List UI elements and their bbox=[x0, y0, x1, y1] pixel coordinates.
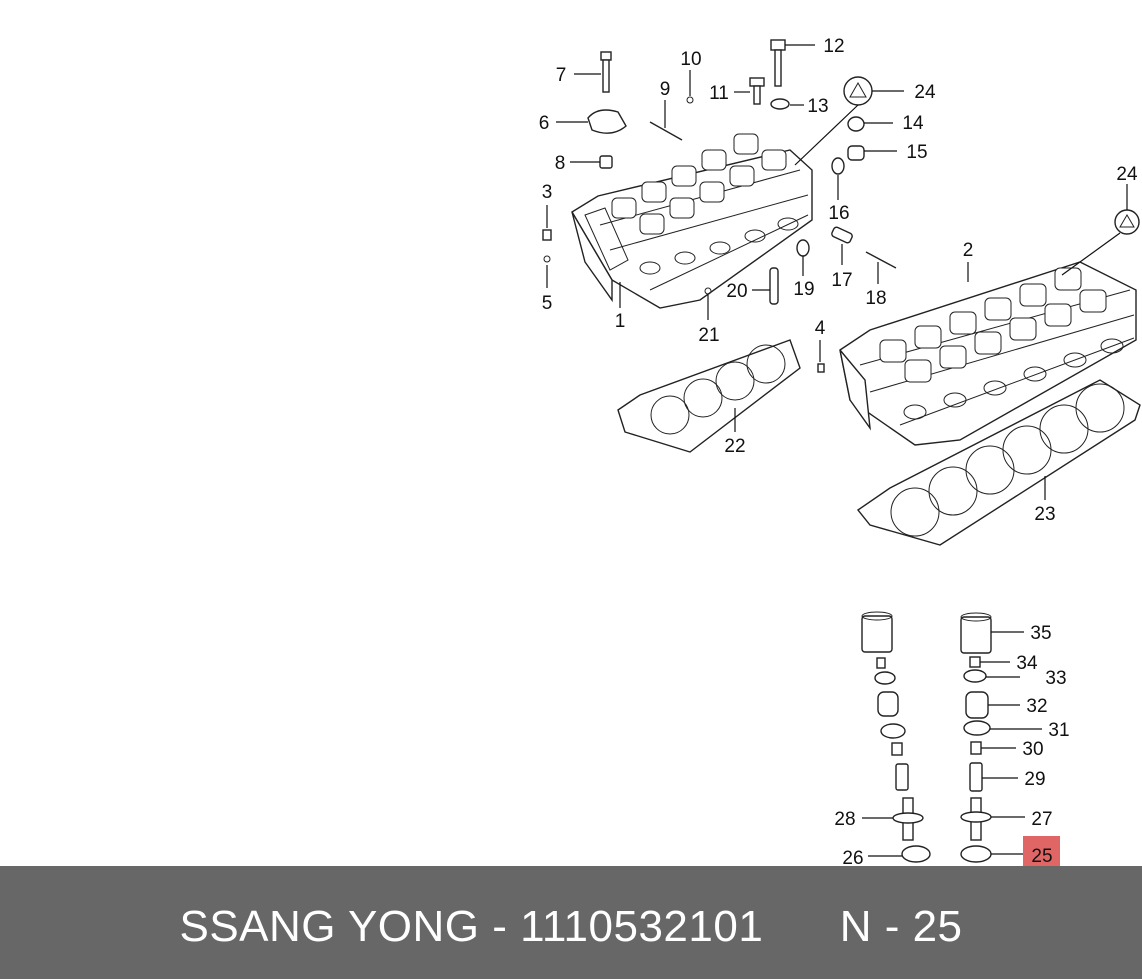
valve-train-left bbox=[861, 611, 931, 863]
callout-14: 14 bbox=[902, 113, 924, 134]
head-gasket-large bbox=[856, 379, 1141, 546]
callout-29: 29 bbox=[1024, 769, 1045, 790]
callout-15: 15 bbox=[906, 142, 927, 163]
callout-20: 20 bbox=[726, 281, 747, 302]
leader-lines bbox=[546, 44, 1128, 857]
callout-1: 1 bbox=[615, 311, 626, 332]
part-number: 1110532101 bbox=[520, 902, 764, 951]
callout-35: 35 bbox=[1030, 623, 1051, 644]
callout-12: 12 bbox=[823, 36, 844, 57]
callout-10: 10 bbox=[680, 49, 701, 70]
title-separator: - bbox=[479, 902, 521, 951]
callout-17: 17 bbox=[831, 270, 852, 291]
callout-24-right: 24 bbox=[1116, 164, 1138, 185]
cylinder-head-small bbox=[571, 133, 813, 309]
cylinder-head-large bbox=[839, 261, 1137, 446]
footer-title: SSANG YONG - 1110532101 N - 25 bbox=[0, 902, 1142, 952]
parts-diagram: 1 2 3 4 5 6 7 8 9 10 11 12 13 14 15 16 1… bbox=[539, 36, 1141, 866]
callout-22: 22 bbox=[724, 436, 745, 457]
head-gasket-small bbox=[617, 339, 801, 453]
callout-25: 25 bbox=[1031, 846, 1052, 866]
callout-31: 31 bbox=[1048, 720, 1069, 741]
callout-8: 8 bbox=[555, 153, 566, 174]
callout-labels: 1 2 3 4 5 6 7 8 9 10 11 12 13 14 15 16 1… bbox=[539, 36, 1138, 866]
callout-34: 34 bbox=[1016, 653, 1038, 674]
callout-28: 28 bbox=[834, 809, 855, 830]
callout-2: 2 bbox=[963, 240, 974, 261]
callout-33: 33 bbox=[1045, 668, 1066, 689]
callout-11: 11 bbox=[709, 83, 729, 104]
callout-5: 5 bbox=[542, 293, 553, 314]
callout-19: 19 bbox=[793, 279, 814, 300]
callout-7: 7 bbox=[556, 65, 567, 86]
position-label: N - 25 bbox=[839, 902, 963, 951]
footer-bar: SSANG YONG - 1110532101 N - 25 bbox=[0, 866, 1142, 979]
callout-9: 9 bbox=[660, 79, 671, 100]
callout-24-top: 24 bbox=[914, 82, 936, 103]
callout-13: 13 bbox=[807, 96, 828, 117]
callout-23: 23 bbox=[1034, 504, 1055, 525]
highlight-box-25 bbox=[1023, 836, 1060, 866]
callout-21: 21 bbox=[698, 325, 719, 346]
callout-18: 18 bbox=[865, 288, 886, 309]
valve-train-right bbox=[960, 612, 992, 863]
callout-30: 30 bbox=[1022, 739, 1043, 760]
callout-26: 26 bbox=[842, 848, 863, 866]
callout-16: 16 bbox=[828, 203, 849, 224]
callout-4: 4 bbox=[815, 318, 826, 339]
callout-3: 3 bbox=[542, 182, 553, 203]
callout-32: 32 bbox=[1026, 696, 1047, 717]
brand-name: SSANG YONG bbox=[179, 902, 480, 951]
callout-6: 6 bbox=[539, 113, 550, 134]
callout-27: 27 bbox=[1031, 809, 1052, 830]
